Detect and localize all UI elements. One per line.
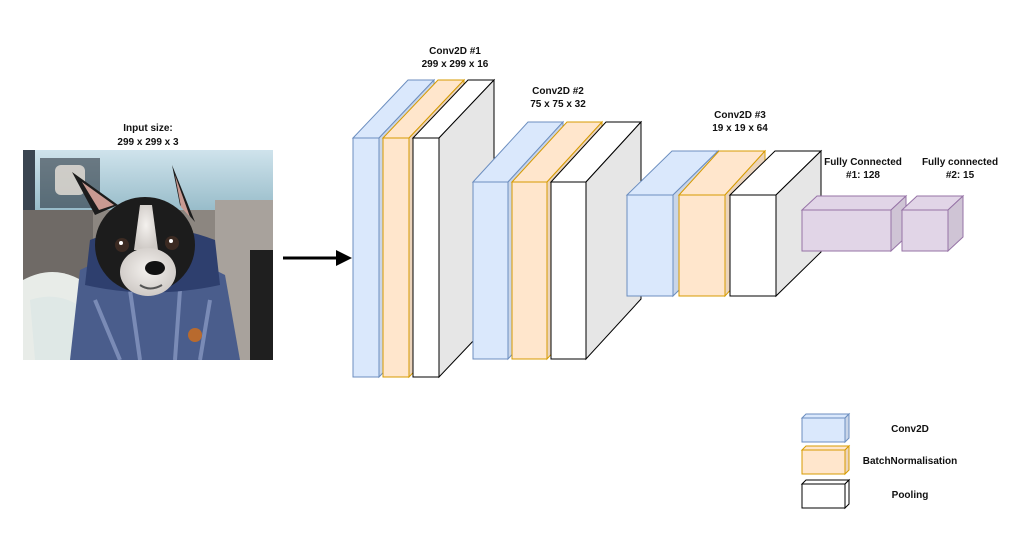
conv3-size: 19 x 19 x 64 — [712, 123, 768, 134]
fc2-size: #2: 15 — [946, 170, 975, 181]
fc2-title: Fully connected — [922, 157, 998, 168]
boston-terrier-photo-icon — [23, 150, 273, 360]
fc1-block — [800, 194, 908, 253]
input-arrow — [283, 250, 352, 266]
legend-pool-swatch — [800, 478, 851, 510]
legend-pool-label: Pooling — [892, 490, 929, 501]
conv3-title: Conv2D #3 — [714, 110, 766, 121]
conv2-pooling-block — [549, 120, 643, 361]
fc2-block — [900, 194, 965, 253]
fc1-size: #1: 128 — [846, 170, 880, 181]
conv1-size: 299 x 299 x 16 — [422, 59, 489, 70]
conv2-size: 75 x 75 x 32 — [530, 99, 586, 110]
legend-conv-label: Conv2D — [891, 424, 929, 435]
legend-conv-swatch — [800, 412, 851, 444]
input-label-line2: 299 x 299 x 3 — [117, 137, 179, 148]
conv2-title: Conv2D #2 — [532, 86, 584, 97]
input-label-line1: Input size: — [123, 123, 172, 134]
conv1-title: Conv2D #1 — [429, 46, 481, 57]
legend-bn-label: BatchNormalisation — [863, 456, 957, 467]
legend-bn-swatch — [800, 444, 851, 476]
fc1-title: Fully Connected — [824, 157, 902, 168]
conv3-pooling-block — [728, 149, 823, 298]
